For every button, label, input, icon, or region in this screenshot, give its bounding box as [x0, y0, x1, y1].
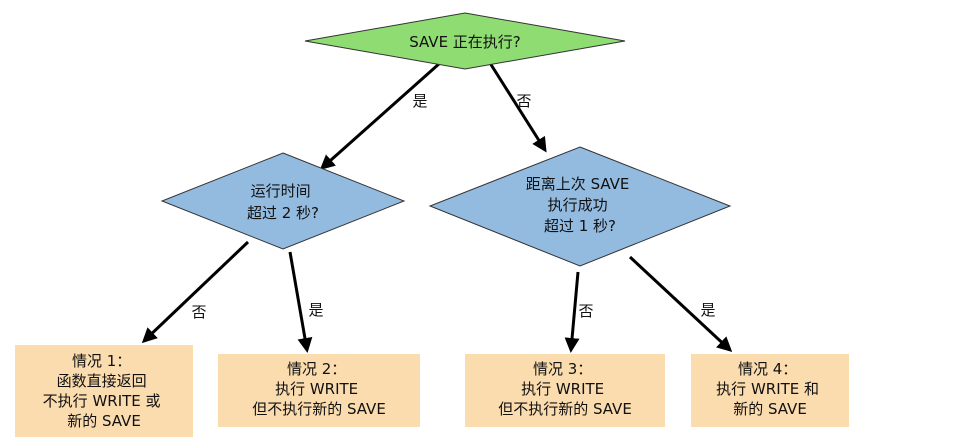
case-3-label: 情况 3： 执行 WRITE 但不执行新的 SAVE — [498, 360, 632, 418]
edge-label-left-no: 否 — [191, 303, 206, 321]
case-4-label: 情况 4： 执行 WRITE 和 新的 SAVE — [716, 360, 824, 418]
edge-labels: 是 否 否 是 否 是 — [191, 92, 715, 321]
case-2-box — [218, 354, 420, 427]
case-3: 情况 3： 执行 WRITE 但不执行新的 SAVE — [465, 354, 665, 427]
right-decision-shape — [428, 146, 732, 267]
case-4-box — [691, 354, 849, 427]
case-2: 情况 2： 执行 WRITE 但不执行新的 SAVE — [218, 354, 420, 427]
case-1-label: 情况 1： 函数直接返回 不执行 WRITE 或 新的 SAVE — [43, 352, 166, 430]
case-1: 情况 1： 函数直接返回 不执行 WRITE 或 新的 SAVE — [15, 345, 193, 437]
edge-left-decision-to-case2 — [288, 251, 313, 353]
case-2-label: 情况 2： 执行 WRITE 但不执行新的 SAVE — [252, 360, 386, 418]
right-decision: 距离上次 SAVE 执行成功 超过 1 秒? — [428, 146, 732, 267]
edge-label-root-no: 否 — [516, 92, 531, 110]
edge-left-decision-to-case1 — [141, 240, 250, 344]
left-decision-label: 运行时间 超过 2 秒? — [247, 182, 319, 222]
edge-right-decision-to-case4 — [628, 255, 733, 353]
right-decision-label: 距离上次 SAVE 执行成功 超过 1 秒? — [526, 175, 634, 235]
case-3-box — [465, 354, 665, 427]
edges — [141, 61, 733, 353]
edge-root-to-right-decision — [488, 62, 547, 153]
left-decision-shape — [160, 152, 406, 250]
root-decision-shape — [304, 12, 626, 70]
edge-label-right-no: 否 — [578, 302, 593, 320]
case-4: 情况 4： 执行 WRITE 和 新的 SAVE — [691, 354, 849, 427]
root-decision-label: SAVE 正在执行? — [409, 33, 521, 51]
edge-right-decision-to-case3 — [564, 271, 580, 353]
root-decision: SAVE 正在执行? — [304, 12, 626, 70]
edge-root-to-left-decision — [319, 61, 441, 170]
edge-label-left-yes: 是 — [308, 301, 323, 319]
edge-label-right-yes: 是 — [700, 301, 715, 319]
case-1-box — [15, 345, 193, 437]
left-decision: 运行时间 超过 2 秒? — [160, 152, 406, 250]
edge-label-root-yes: 是 — [412, 92, 427, 110]
